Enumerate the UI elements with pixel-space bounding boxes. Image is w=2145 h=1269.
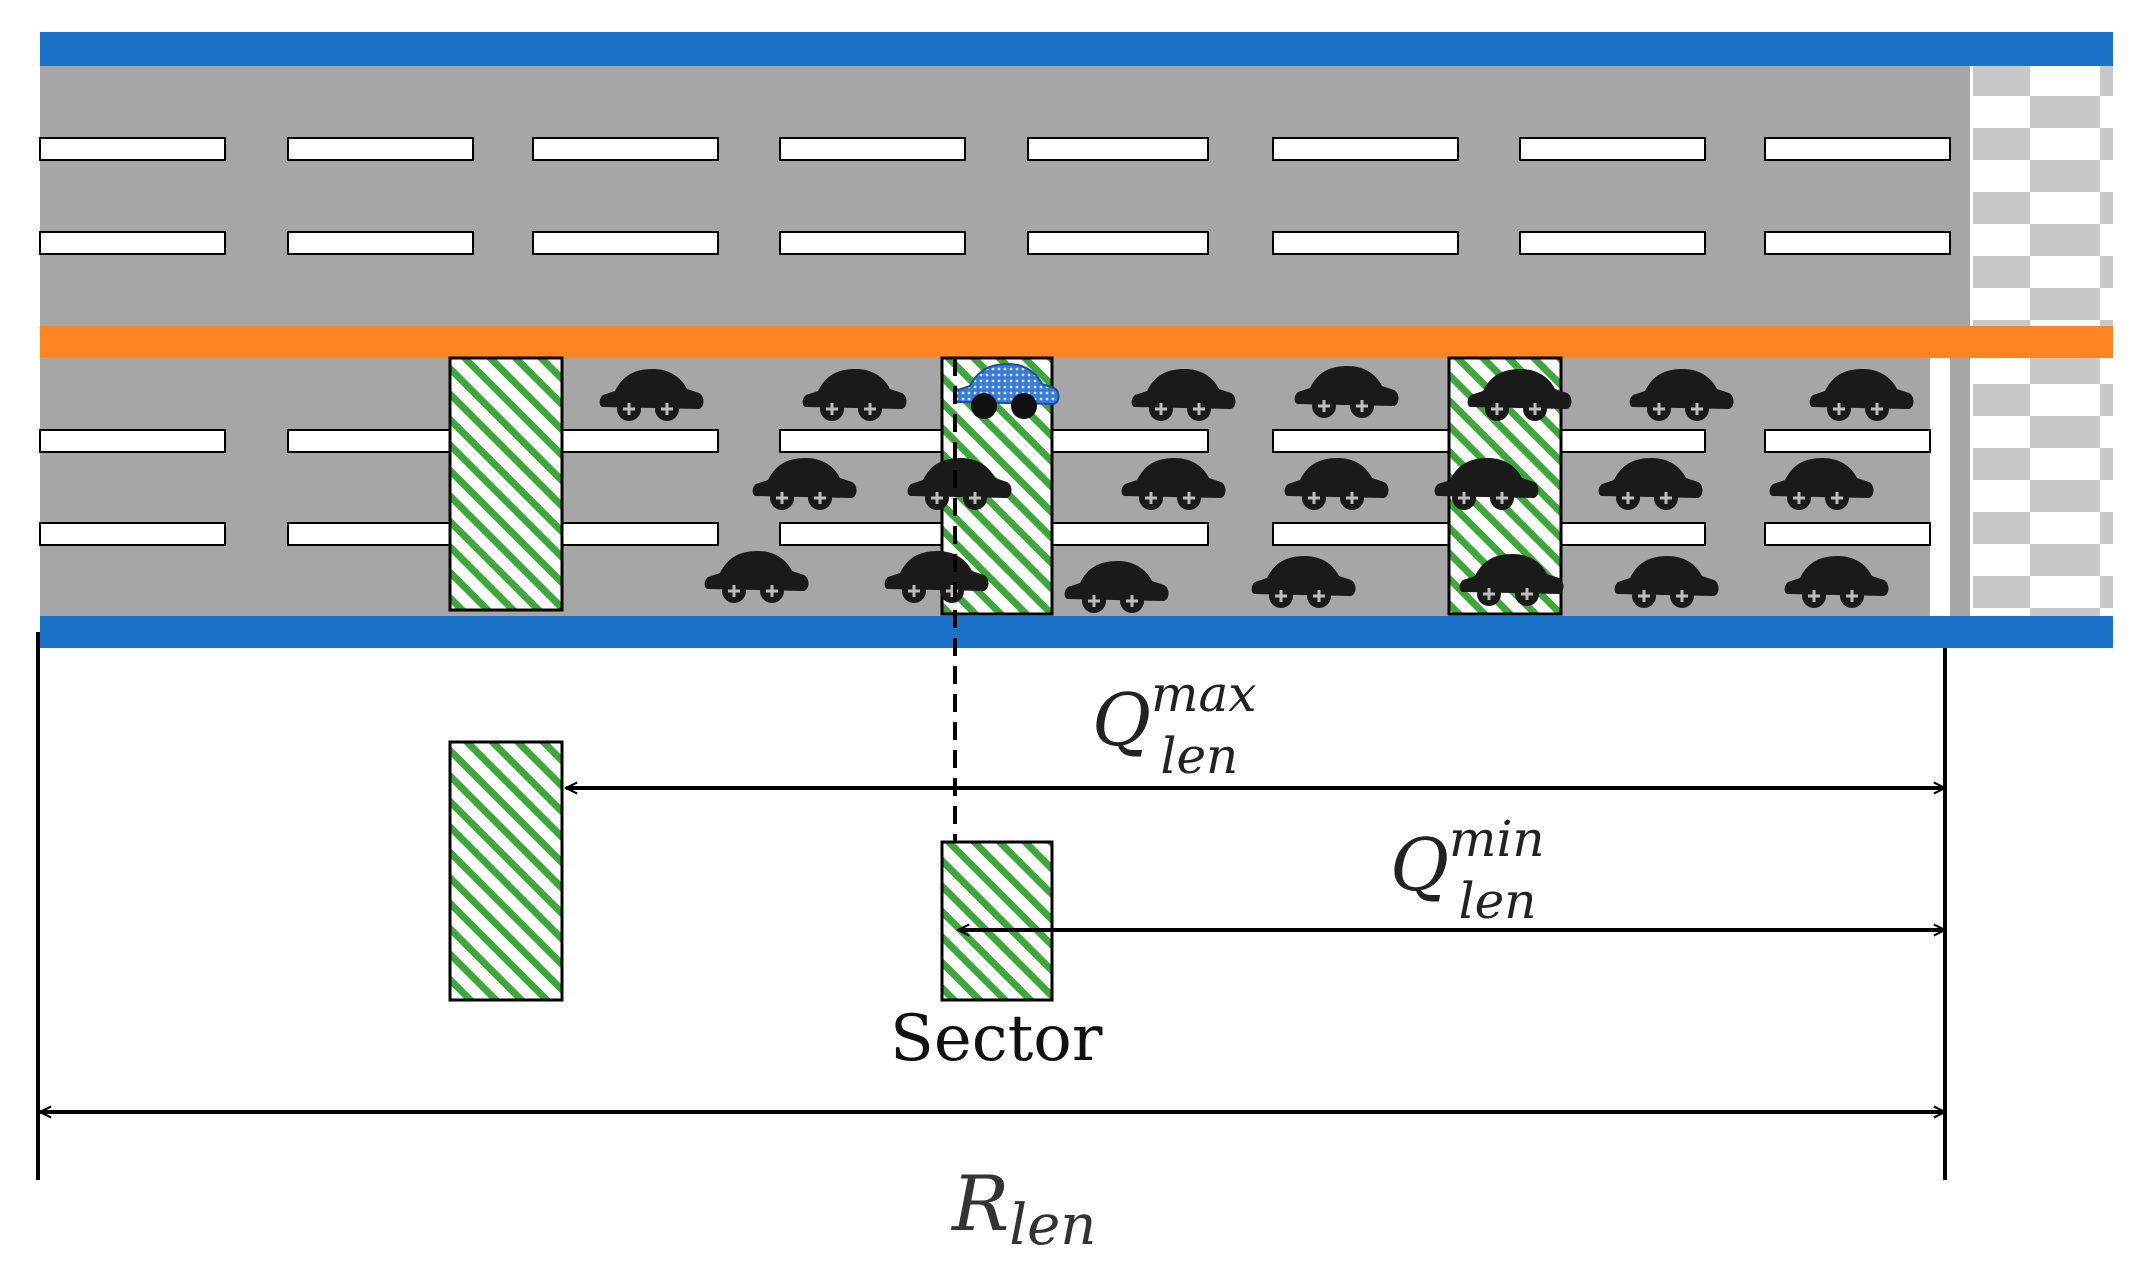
lane-dash [1519,231,1706,255]
lane-dash [39,231,226,255]
lane-dash [532,231,719,255]
lane-dash [779,522,966,546]
lane-dash [532,137,719,161]
min-queue-sector-box [940,840,1054,1002]
lane-dash [779,429,966,453]
sector-label: Sector [890,1002,1103,1076]
lane-dash [39,429,226,453]
median-strip [40,326,2113,358]
lane-dash [779,231,966,255]
road [39,32,2113,648]
ego-vehicle-wheel-front [971,393,997,419]
road-edge-bottom [40,616,2113,648]
lane-dash [1272,231,1459,255]
lane-dash [287,429,474,453]
ego-vehicle-wheel-rear [1011,393,1037,419]
stop-line-checker-upper [1973,66,2113,326]
max-queue-sector-box [448,740,564,1002]
lane-dash [39,137,226,161]
lane-dash [287,231,474,255]
stop-line [1930,358,1950,616]
lane-dash [1764,429,1931,453]
lane-dash [1764,137,1951,161]
lane-dash [1272,137,1459,161]
lane-dash [1764,522,1931,546]
lane-dash [287,522,474,546]
lane-dash [287,137,474,161]
stop-line-checker-lower [1973,358,2113,616]
r-len-label: Rlen [950,1159,1096,1258]
lane-dash [1027,429,1209,453]
upper-carriageway [40,66,1970,326]
lane-dash [1272,429,1459,453]
road-edge-top [40,32,2113,66]
sector-zone-1 [448,356,564,612]
lane-dash [779,137,966,161]
lane-dash [39,522,226,546]
lane-dash [1272,522,1459,546]
lane-dash [1027,137,1209,161]
lane-dash [1027,522,1209,546]
lane-dash [1764,231,1951,255]
lane-dash [1027,231,1209,255]
lane-dash [1519,137,1706,161]
lane-markings [39,137,1951,546]
